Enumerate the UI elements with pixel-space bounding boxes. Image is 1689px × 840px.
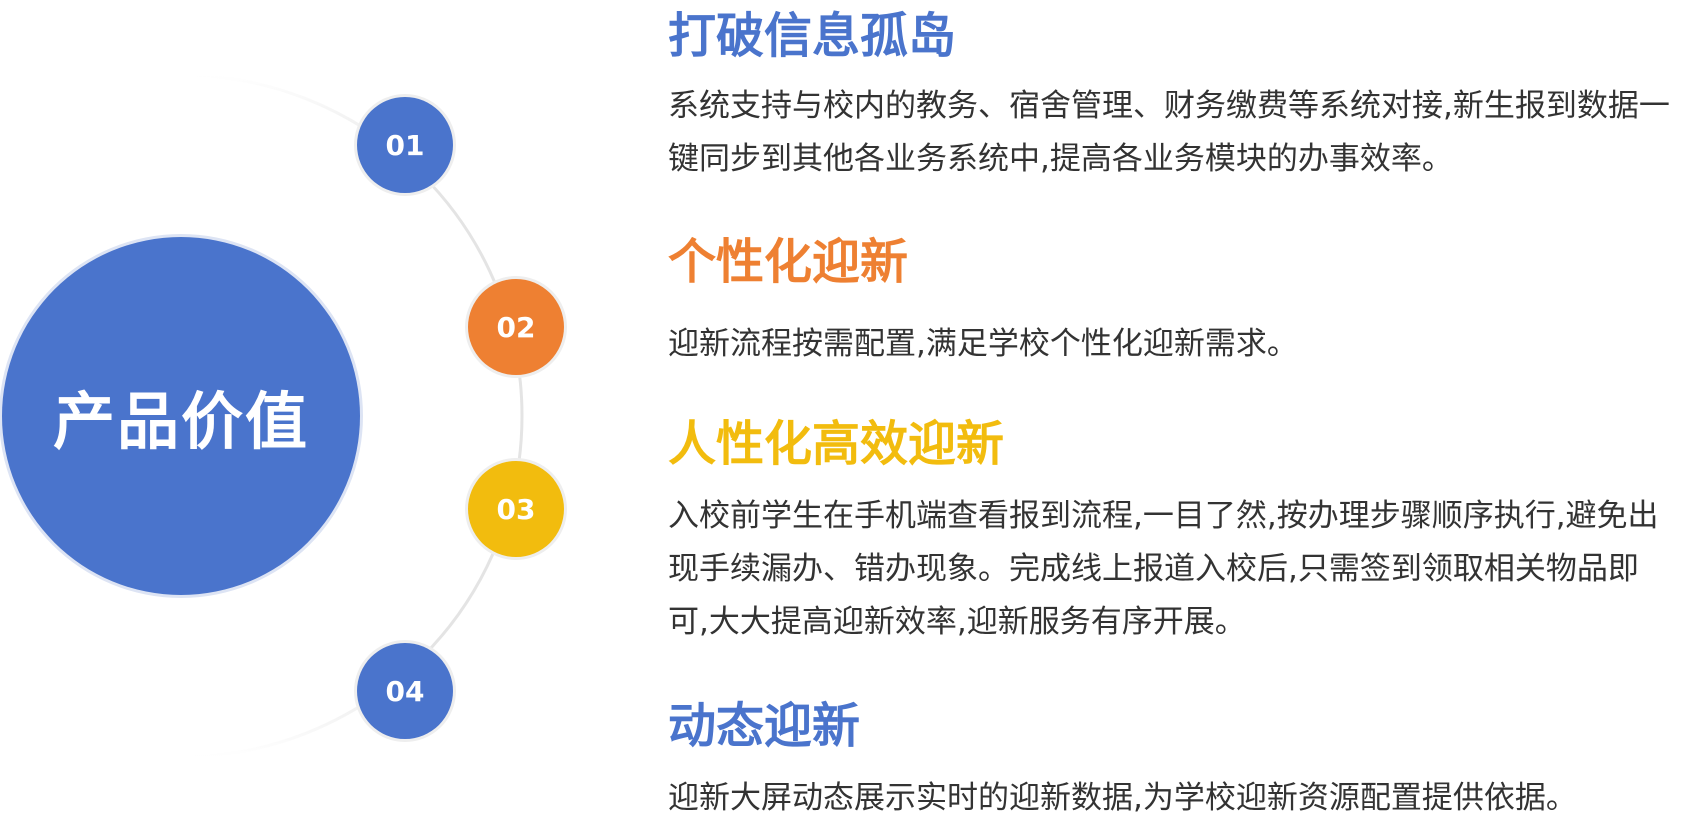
product-value-circle: 产品价值 [2, 237, 360, 595]
item-title-break-info-silos: 打破信息孤岛 [668, 8, 957, 64]
step-badge-03: 03 [468, 461, 564, 557]
step-badge-04: 04 [357, 643, 453, 739]
item-desc-personalized: 迎新流程按需配置,满足学校个性化迎新需求。 [668, 326, 1298, 362]
step-badge-01: 01 [357, 97, 453, 193]
step-badge-02: 02 [468, 279, 564, 375]
item-title-personalized: 个性化迎新 [668, 234, 909, 290]
product-value-label: 产品价值 [52, 385, 309, 458]
item-desc-dynamic: 迎新大屏动态展示实时的迎新数据,为学校迎新资源配置提供依据。 [668, 780, 1577, 816]
item-title-humanized-efficient: 人性化高效迎新 [668, 416, 1005, 472]
item-desc-break-info-silos: 系统支持与校内的教务、宿舍管理、财务缴费等系统对接,新生报到数据一键同步到其他各… [668, 88, 1670, 177]
item-title-dynamic: 动态迎新 [668, 698, 861, 754]
item-desc-humanized-efficient: 入校前学生在手机端查看报到流程,一目了然,按办理步骤顺序执行,避免出现手续漏办、… [668, 498, 1659, 640]
